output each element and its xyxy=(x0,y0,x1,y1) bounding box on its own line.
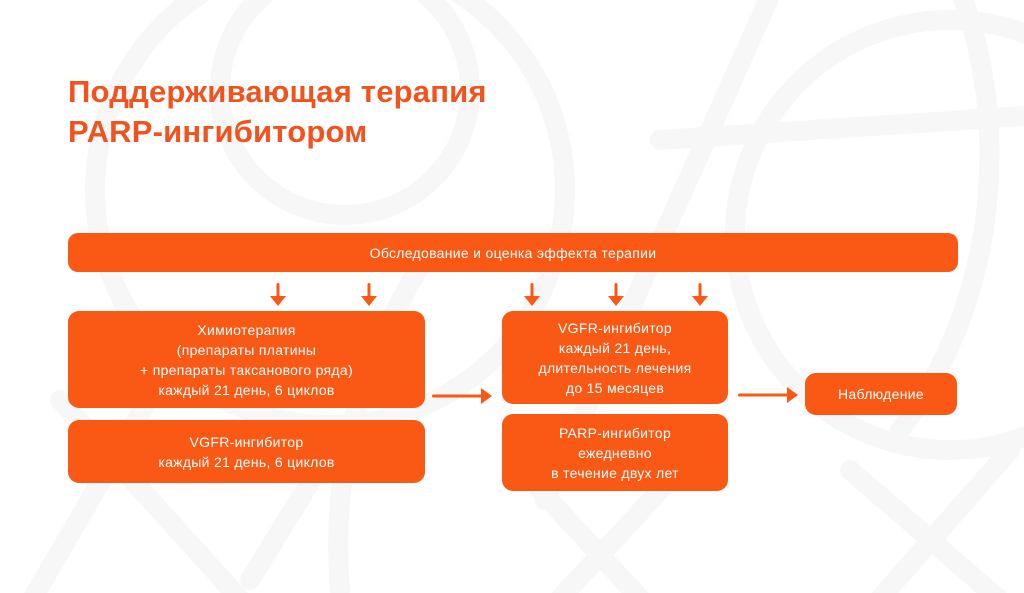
down-arrow-icon xyxy=(361,283,377,306)
box-observation: Наблюдение xyxy=(805,373,957,415)
right-arrow-icon xyxy=(738,386,798,404)
page-title: Поддерживающая терапия PARP-ингибитором xyxy=(68,74,487,149)
box-chemotherapy: Химиотерапия (препараты платины + препар… xyxy=(68,311,425,408)
box-parp-inhibitor-daily: PARP-ингибитор ежедневно в течение двух … xyxy=(502,414,728,491)
down-arrow-icon xyxy=(692,283,708,306)
banner-assessment: Обследование и оценка эффекта терапии xyxy=(68,233,958,272)
down-arrow-icon xyxy=(270,283,286,306)
down-arrow-icon xyxy=(524,283,540,306)
box-vgfr-inhibitor-15-months: VGFR-ингибитор каждый 21 день, длительно… xyxy=(502,311,728,404)
right-arrow-icon xyxy=(432,387,492,405)
box-vgfr-inhibitor-6-cycles: VGFR-ингибитор каждый 21 день, 6 циклов xyxy=(68,420,425,483)
down-arrow-icon xyxy=(608,283,624,306)
